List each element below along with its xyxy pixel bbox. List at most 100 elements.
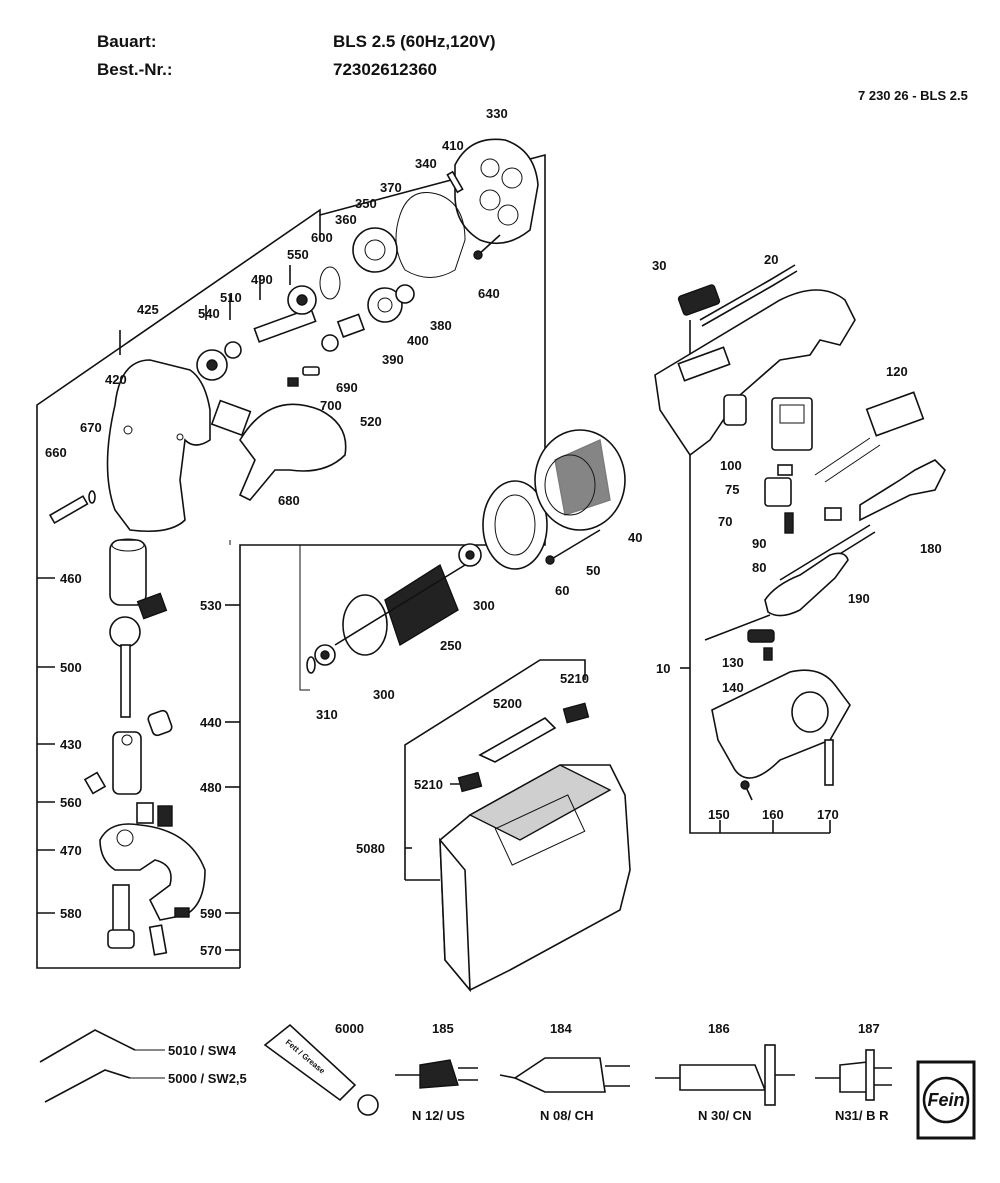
label-30: 30 <box>652 258 666 273</box>
handle-5200 <box>478 717 557 763</box>
blades-480 <box>136 802 173 827</box>
part-labels: 330 410 340 370 350 360 600 550 490 510 … <box>45 106 942 1123</box>
label-640: 640 <box>478 286 500 301</box>
field-40 <box>534 429 626 531</box>
label-10: 10 <box>656 661 670 676</box>
label-530: 530 <box>200 598 222 613</box>
screw-560 <box>83 771 107 795</box>
label-590: 590 <box>200 906 222 921</box>
label-170: 170 <box>817 807 839 822</box>
label-75: 75 <box>725 482 739 497</box>
handle-cover-150 <box>711 669 851 779</box>
label-186: 186 <box>708 1021 730 1036</box>
housing-head-420 <box>106 359 211 533</box>
label-20: 20 <box>764 252 778 267</box>
label-500: 500 <box>60 660 82 675</box>
screw-640 <box>473 234 501 260</box>
screw-570 <box>148 924 168 956</box>
slider-20 <box>699 264 798 327</box>
guard-680 <box>210 399 347 501</box>
clamp-130-140 <box>704 614 775 661</box>
label-380: 380 <box>430 318 452 333</box>
label-40: 40 <box>628 530 642 545</box>
label-490: 490 <box>251 272 273 287</box>
label-470: 470 <box>60 843 82 858</box>
label-410: 410 <box>442 138 464 153</box>
label-700: 700 <box>320 398 342 413</box>
ring-510 <box>224 341 242 359</box>
plug-187 <box>815 1049 892 1101</box>
motor-housing-10 <box>654 289 856 457</box>
screw-590 <box>174 907 190 918</box>
label-570: 570 <box>200 943 222 958</box>
label-60: 60 <box>555 583 569 598</box>
pin-440 <box>147 709 173 737</box>
label-440: 440 <box>200 715 222 730</box>
screw-580 <box>107 884 135 949</box>
label-600: 600 <box>311 230 333 245</box>
bauart-label: Bauart: <box>97 32 157 51</box>
hex-key-5010 <box>39 1029 136 1063</box>
plug-185 <box>395 1059 478 1089</box>
label-400: 400 <box>407 333 429 348</box>
label-420: 420 <box>105 372 127 387</box>
label-550: 550 <box>287 247 309 262</box>
label-90: 90 <box>752 536 766 551</box>
suppressor-120 <box>814 391 925 483</box>
label-390: 390 <box>382 352 404 367</box>
label-160: 160 <box>762 807 784 822</box>
gear-400 <box>367 287 403 323</box>
gasket-340 <box>395 192 466 278</box>
label-670: 670 <box>80 420 102 435</box>
label-300-lower: 300 <box>373 687 395 702</box>
pin-410 <box>446 170 464 194</box>
label-540: 540 <box>198 306 220 321</box>
label-5200: 5200 <box>493 696 522 711</box>
washer-670 <box>88 490 96 504</box>
bearing-300-310 <box>306 644 336 674</box>
screw-50 <box>545 529 601 565</box>
label-6000: 6000 <box>335 1021 364 1036</box>
label-690: 690 <box>336 380 358 395</box>
cable-sleeve-190 <box>764 552 849 617</box>
gear-350 <box>352 227 398 273</box>
bestnr-label: Best.-Nr.: <box>97 60 173 79</box>
label-50: 50 <box>586 563 600 578</box>
bracket-lines <box>36 153 831 969</box>
bearing-300 <box>458 543 482 567</box>
brush-80-90 <box>784 507 842 534</box>
label-330: 330 <box>486 106 508 121</box>
label-480: 480 <box>200 780 222 795</box>
label-140: 140 <box>722 680 744 695</box>
sleeve-460 <box>109 538 147 606</box>
bearing-plate-60 <box>482 480 548 570</box>
label-370: 370 <box>380 180 402 195</box>
label-180: 180 <box>920 541 942 556</box>
label-5080: 5080 <box>356 841 385 856</box>
plug-184 <box>499 1057 630 1093</box>
label-5210-upper: 5210 <box>560 671 589 686</box>
cable-180 <box>779 459 946 589</box>
switch-100 <box>771 397 813 451</box>
bearing-540 <box>196 349 228 381</box>
label-n30-cn: N 30/ CN <box>698 1108 751 1123</box>
label-560: 560 <box>60 795 82 810</box>
switch-button-30 <box>677 284 721 316</box>
label-80: 80 <box>752 560 766 575</box>
latch-5210-lower <box>457 771 483 793</box>
bauart-value: BLS 2.5 (60Hz,120V) <box>333 32 496 51</box>
label-130: 130 <box>722 655 744 670</box>
armature-250 <box>334 563 466 656</box>
plug-186 <box>655 1044 795 1106</box>
fein-logo-text: Fein <box>927 1090 964 1110</box>
screws-690-700 <box>287 366 320 387</box>
cover-plate-330 <box>454 138 539 245</box>
label-680: 680 <box>278 493 300 508</box>
carrying-case-5080 <box>439 764 631 993</box>
label-n31-br: N31/ B R <box>835 1108 889 1123</box>
ring-600 <box>319 266 341 300</box>
grease-tube-6000 <box>263 1023 379 1116</box>
label-425: 425 <box>137 302 159 317</box>
hex-key-5000 <box>44 1069 131 1103</box>
